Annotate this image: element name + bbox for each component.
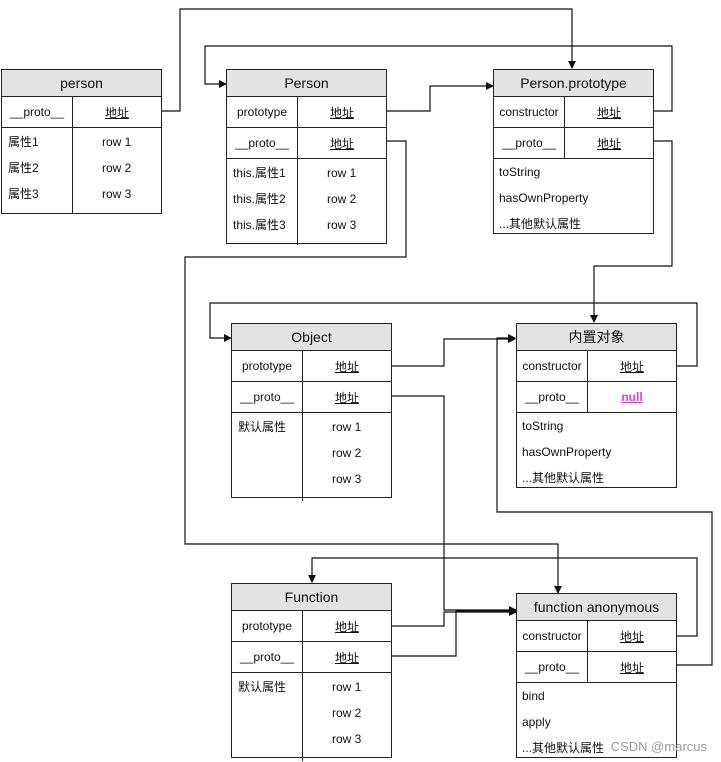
- proto-address: 地址: [329, 136, 354, 151]
- list-item: ...其他默认属性: [499, 217, 582, 231]
- proto-address: 地址: [334, 650, 359, 665]
- property-value: row 2: [102, 161, 132, 175]
- properties-section: 属性1 属性2 属性3 row 1 row 2 row 3: [2, 128, 161, 214]
- property-value: row 2: [332, 446, 362, 460]
- person-instance-box: person __proto__ 地址 属性1 属性2 属性3 row 1 ro…: [1, 69, 162, 214]
- person-prototype-box: Person.prototype constructor 地址 __proto_…: [493, 69, 654, 234]
- property-key: 默认属性: [238, 420, 287, 434]
- proto-key: __proto__: [232, 382, 303, 412]
- prototype-row: prototype 地址: [232, 611, 391, 642]
- prototype-row: prototype 地址: [232, 351, 391, 382]
- proto-address: 地址: [104, 105, 129, 120]
- default-properties: toString hasOwnProperty ...其他默认属性: [517, 413, 676, 491]
- properties-section: 默认属性 row 1 row 2 row 3: [232, 673, 391, 761]
- box-title: 内置对象: [517, 324, 676, 351]
- property-value: row 1: [327, 166, 357, 180]
- prototype-key: prototype: [227, 97, 298, 127]
- property-value: row 3: [327, 218, 357, 232]
- property-value: row 3: [332, 472, 362, 486]
- proto-row: __proto__ 地址: [2, 97, 161, 128]
- constructor-row: constructor 地址: [517, 351, 676, 382]
- list-item: hasOwnProperty: [522, 445, 612, 459]
- function-anonymous-box: function anonymous constructor 地址 __prot…: [516, 593, 677, 758]
- default-properties: bind apply ...其他默认属性: [517, 683, 676, 761]
- property-key: this.属性1: [233, 166, 286, 180]
- proto-key: __proto__: [2, 97, 73, 127]
- watermark: CSDN @marcus: [610, 739, 707, 754]
- prototype-address: 地址: [334, 619, 359, 634]
- list-item: apply: [522, 715, 551, 729]
- constructor-row: constructor 地址: [494, 97, 653, 128]
- property-key: this.属性3: [233, 218, 286, 232]
- property-value: row 2: [332, 706, 362, 720]
- proto-null-value: null: [621, 390, 643, 404]
- proto-key: __proto__: [517, 652, 588, 682]
- proto-row: __proto__ 地址: [232, 642, 391, 673]
- constructor-key: constructor: [517, 621, 588, 651]
- property-value: row 1: [102, 135, 132, 149]
- default-properties: toString hasOwnProperty ...其他默认属性: [494, 159, 653, 237]
- proto-row: __proto__ null: [517, 382, 676, 413]
- list-item: ...其他默认属性: [522, 471, 605, 485]
- prototype-address: 地址: [334, 359, 359, 374]
- list-item: bind: [522, 689, 545, 703]
- box-title: person: [2, 70, 161, 97]
- constructor-address: 地址: [619, 629, 644, 644]
- property-key: 默认属性: [238, 680, 287, 694]
- proto-key: __proto__: [517, 382, 588, 412]
- proto-key: __proto__: [232, 642, 303, 672]
- constructor-address: 地址: [619, 359, 644, 374]
- property-key: this.属性2: [233, 192, 286, 206]
- box-title: Person.prototype: [494, 70, 653, 97]
- prototype-address: 地址: [329, 105, 354, 120]
- list-item: ...其他默认属性: [522, 741, 605, 755]
- proto-row: __proto__ 地址: [517, 652, 676, 683]
- properties-section: 默认属性 row 1 row 2 row 3: [232, 413, 391, 501]
- prototype-row: prototype 地址: [227, 97, 386, 128]
- property-value: row 3: [102, 187, 132, 201]
- constructor-row: constructor 地址: [517, 621, 676, 652]
- prototype-key: prototype: [232, 611, 303, 641]
- list-item: toString: [499, 165, 541, 179]
- box-title: Person: [227, 70, 386, 97]
- person-constructor-box: Person prototype 地址 __proto__ 地址 this.属性…: [226, 69, 387, 245]
- property-value: row 1: [332, 680, 362, 694]
- box-title: function anonymous: [517, 594, 676, 621]
- proto-row: __proto__ 地址: [494, 128, 653, 159]
- box-title: Object: [232, 324, 391, 351]
- constructor-key: constructor: [494, 97, 565, 127]
- proto-address: 地址: [596, 136, 621, 151]
- property-key: 属性3: [8, 187, 39, 201]
- proto-key: __proto__: [227, 128, 298, 158]
- constructor-key: constructor: [517, 351, 588, 381]
- list-item: toString: [522, 419, 564, 433]
- proto-address: 地址: [334, 390, 359, 405]
- property-value: row 3: [332, 732, 362, 746]
- property-key: 属性1: [8, 135, 39, 149]
- builtin-object-box: 内置对象 constructor 地址 __proto__ null toStr…: [516, 323, 677, 488]
- proto-row: __proto__ 地址: [232, 382, 391, 413]
- constructor-address: 地址: [596, 105, 621, 120]
- list-item: hasOwnProperty: [499, 191, 589, 205]
- proto-address: 地址: [619, 660, 644, 675]
- function-constructor-box: Function prototype 地址 __proto__ 地址 默认属性 …: [231, 583, 392, 761]
- properties-section: this.属性1 this.属性2 this.属性3 row 1 row 2 r…: [227, 159, 386, 245]
- property-value: row 1: [332, 420, 362, 434]
- prototype-key: prototype: [232, 351, 303, 381]
- box-title: Function: [232, 584, 391, 611]
- property-key: 属性2: [8, 161, 39, 175]
- proto-row: __proto__ 地址: [227, 128, 386, 159]
- property-value: row 2: [327, 192, 357, 206]
- object-constructor-box: Object prototype 地址 __proto__ 地址 默认属性 ro…: [231, 323, 392, 501]
- proto-key: __proto__: [494, 128, 565, 158]
